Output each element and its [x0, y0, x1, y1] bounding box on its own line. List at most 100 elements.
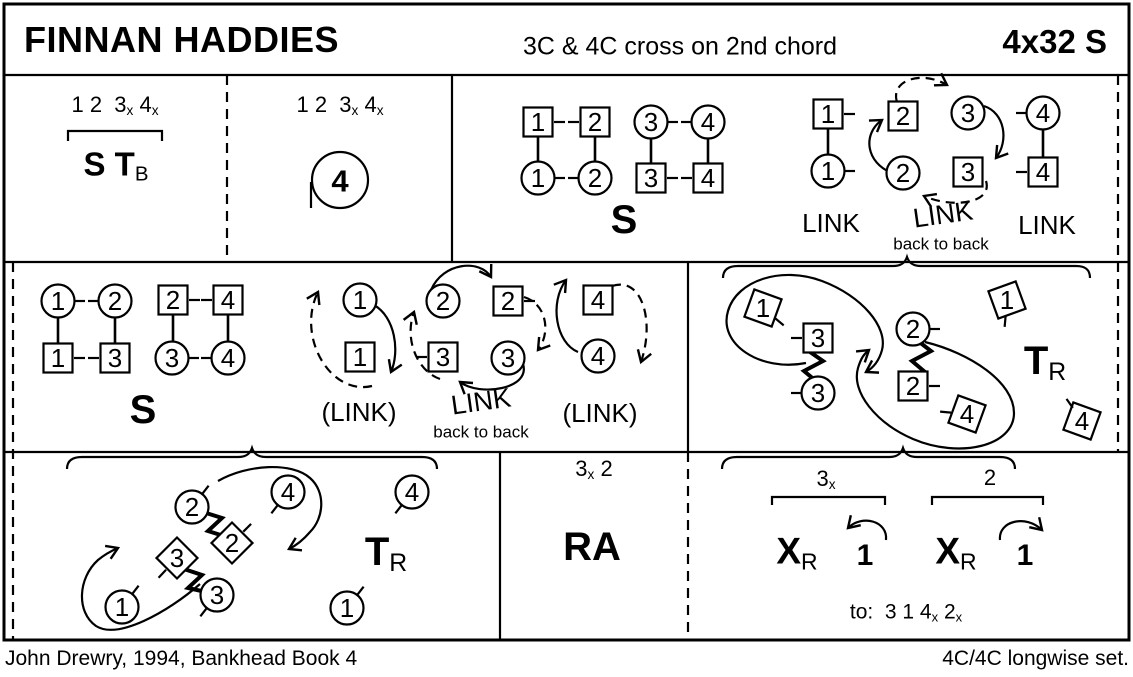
dancer-lady-1: 1 [40, 283, 85, 319]
figure-link-c: LINK [1018, 210, 1076, 240]
svg-text:3: 3 [961, 157, 975, 187]
svg-text:4: 4 [221, 343, 235, 373]
figure-plink-b: (LINK) [562, 398, 638, 428]
dancer-man-2: 2 [897, 370, 940, 402]
facing-tick [355, 586, 365, 597]
cast-amount-2: 1 [1016, 539, 1034, 572]
dancer-lady-2: 2 [895, 311, 940, 347]
dancer-man-2: 2 [568, 106, 611, 138]
facing-tick [774, 317, 785, 327]
svg-text:3: 3 [961, 98, 975, 128]
facing-tick [242, 523, 252, 533]
outer-border [2, 2, 1131, 642]
svg-text:2: 2 [906, 371, 920, 401]
svg-text:4: 4 [701, 107, 715, 137]
link-dashed-arrow-bottom [921, 180, 988, 208]
joined-hands-zigzag-2s [908, 339, 935, 374]
svg-text:3: 3 [210, 580, 224, 610]
svg-text:3: 3 [108, 343, 122, 373]
dancer-man-2: 2 [887, 100, 919, 132]
dancer-man-1: 1 [812, 98, 855, 130]
figure-link-a: LINK [802, 208, 860, 238]
chord-note: 3C & 4C cross on 2nd chord [522, 32, 838, 61]
svg-text:3: 3 [644, 107, 658, 137]
link-dashed-arrow-top [894, 72, 949, 103]
dancer-lady-4: 4 [1016, 95, 1061, 131]
svg-text:1: 1 [821, 99, 835, 129]
svg-text:1: 1 [821, 156, 835, 186]
link-solid-arrow-right [983, 104, 1009, 160]
dancer-man-3: 3 [154, 535, 200, 581]
dancer-man-3: 3 [635, 162, 678, 194]
svg-text:1: 1 [340, 593, 354, 623]
dancer-lady-1: 1 [520, 160, 565, 196]
dancer-man-4: 4 [940, 394, 987, 434]
turn-swoop-left [725, 273, 884, 374]
bar-numbers-cell1: 1 2 3x 4x [71, 92, 159, 119]
cast-arrow-ccw [846, 515, 888, 541]
dancer-man-2: 2 [492, 285, 535, 317]
joined-hands-zigzag-2s-b [202, 510, 228, 539]
dancer-lady-4: 4 [270, 474, 306, 514]
svg-text:3: 3 [811, 323, 825, 353]
link-dashed-arrow-right [523, 295, 551, 352]
facing-tick [270, 503, 280, 514]
turn-figure-top [721, 253, 1092, 450]
svg-text:2: 2 [501, 286, 515, 316]
dancer-man-4: 4 [582, 284, 614, 316]
turn-swoop-top-right [217, 465, 323, 552]
turn-swoop-bottom-left [80, 544, 201, 631]
dancer-lady-1: 1 [329, 586, 365, 626]
dancer-lady-1: 1 [810, 153, 855, 189]
dancer-lady-3: 3 [791, 375, 836, 411]
link-solid-arrow-bottom [458, 363, 525, 395]
dancer-man-1: 1 [743, 288, 785, 328]
svg-text:1: 1 [756, 293, 770, 323]
phrase-bracket-1 [66, 129, 164, 141]
dancer-lady-3: 3 [199, 577, 235, 617]
dancer-man-4: 4 [1016, 156, 1059, 188]
link-d-note: back to back [433, 422, 529, 442]
svg-text:4: 4 [221, 285, 235, 315]
svg-text:4: 4 [281, 477, 295, 507]
svg-text:1: 1 [353, 285, 367, 315]
plink-solid-arrow-2 [553, 278, 579, 354]
dancer-man-1: 1 [987, 280, 1027, 327]
curly-brace-r3l [65, 444, 439, 470]
cast-amount-1: 1 [856, 539, 874, 572]
page-title: FINNAN HADDIES [24, 19, 340, 60]
dancer-lady-4: 4 [681, 104, 726, 140]
figure-plink-a: (LINK) [321, 397, 397, 427]
dancer-lady-3: 3 [633, 104, 678, 140]
circle-four-label: 4 [331, 163, 349, 199]
svg-text:1: 1 [531, 107, 545, 137]
svg-text:3: 3 [811, 378, 825, 408]
set-type: 4C/4C longwise set. [942, 647, 1129, 670]
dancer-man-4: 4 [681, 162, 724, 194]
dancer-man-4: 4 [201, 284, 244, 316]
dancer-lady-2: 2 [174, 485, 210, 525]
bar-numbers-cross-1: 3x [816, 466, 836, 493]
svg-text:3: 3 [501, 343, 515, 373]
circle-four-figure [309, 150, 370, 210]
facing-tick [199, 606, 209, 617]
svg-text:2: 2 [896, 158, 910, 188]
dancer-lady-2: 2 [425, 283, 461, 319]
dancer-man-4: 4 [1062, 398, 1102, 441]
svg-text:1: 1 [531, 163, 545, 193]
svg-text:4: 4 [591, 285, 605, 315]
dancer-man-1: 1 [42, 342, 85, 374]
phrase-bracket-2 [930, 495, 1045, 505]
facing-tick [394, 503, 404, 514]
couple-bonds [56, 128, 1045, 343]
dancer-lady-1: 1 [104, 585, 140, 625]
figure-set-1: S [610, 198, 638, 242]
deviser-credit: John Drewry, 1994, Bankhead Book 4 [5, 647, 358, 670]
svg-text:2: 2 [906, 314, 920, 344]
bar-numbers-cross-2: 2 [983, 465, 997, 490]
link-solid-arrow-top [429, 263, 493, 291]
svg-text:1: 1 [115, 592, 129, 622]
svg-text:4: 4 [701, 163, 715, 193]
dancer-lady-2: 2 [885, 155, 921, 191]
